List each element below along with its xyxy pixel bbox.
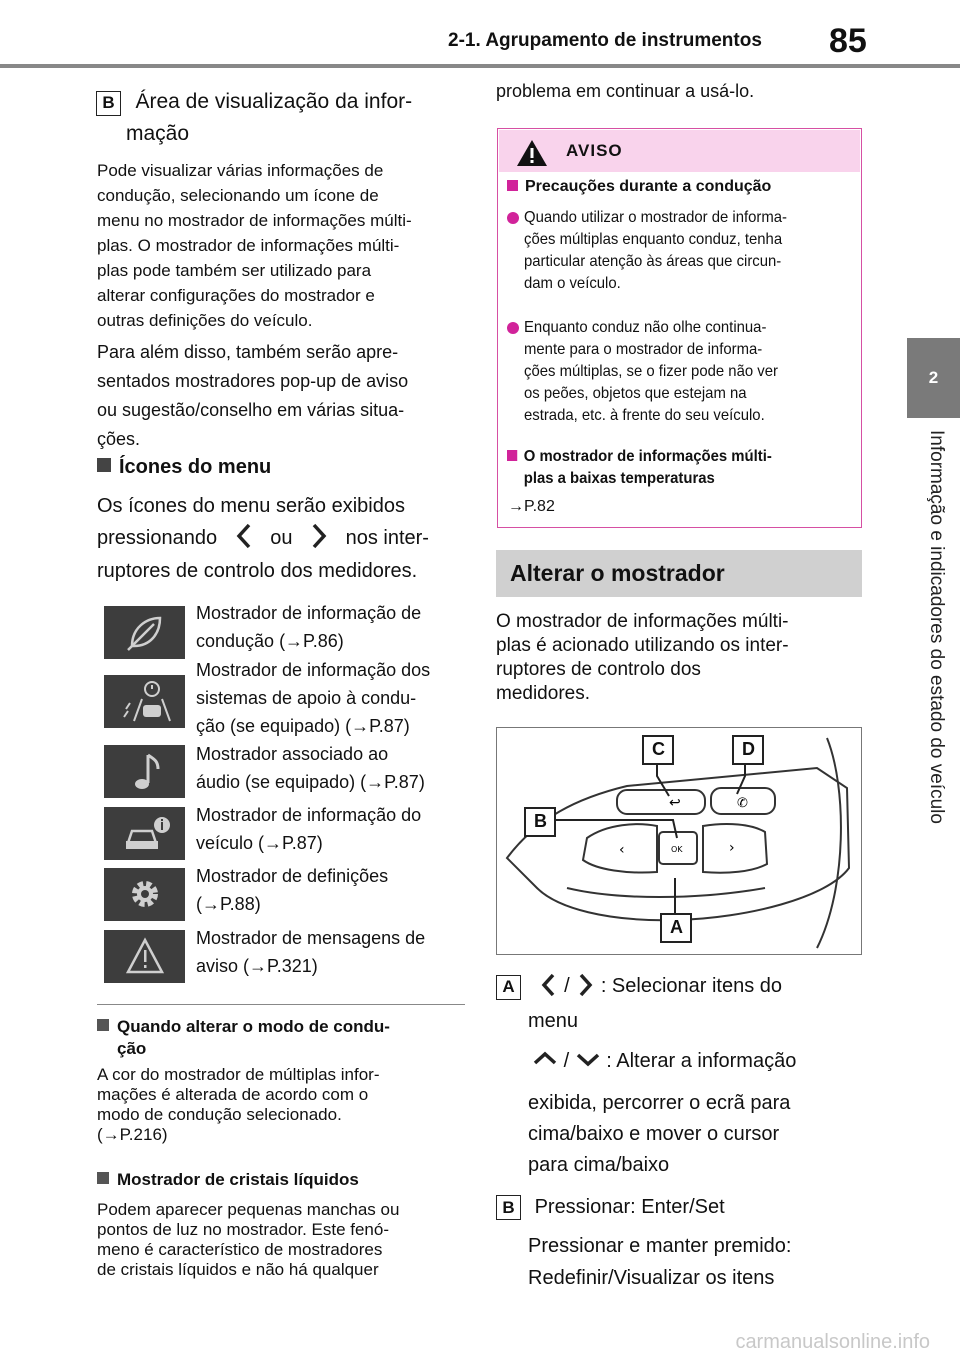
note-drive-mode-title: Quando alterar o modo de condu- ção (97, 1016, 467, 1060)
warning-heading-2: O mostrador de informações múlti- plas a… (507, 446, 772, 490)
b-area-title: B Área de visualização da infor- (96, 90, 412, 116)
warning-box (497, 128, 862, 528)
chapter-title: Informação e indicadores do estado do ve… (926, 430, 947, 824)
warning-bullet-2: Enquanto conduz não olhe continua-mente … (524, 319, 778, 424)
chapter-tab: 2 (907, 338, 960, 418)
paragraph-2: Para além disso, também serão apre-senta… (97, 342, 409, 449)
warning-triangle-icon (517, 140, 547, 166)
legend-a-line-3: / : Alterar a informação (532, 1050, 796, 1073)
section-intro: O mostrador de informações múlti-plas é … (496, 611, 789, 704)
menu-item-settings: Mostrador de definições(→P.88) (196, 866, 389, 914)
b-area-title-2: mação (126, 122, 190, 145)
svg-text:✆: ✆ (737, 796, 748, 811)
chevron-left-icon (236, 523, 250, 549)
divider (97, 1004, 465, 1005)
music-note-icon (104, 745, 185, 798)
gear-icon (104, 868, 185, 921)
note-drive-mode-body: A cor do mostrador de múltiplas infor-ma… (97, 1065, 380, 1144)
chevron-right-icon (312, 523, 327, 549)
driver-assist-icon (104, 675, 185, 728)
steering-switch-figure: ↩ ✆ ‹ › OK C D B A (496, 727, 862, 955)
figure-label-b: B (534, 811, 547, 831)
note-lcd-title: Mostrador de cristais líquidos (97, 1170, 359, 1190)
figure-label-a: A (670, 917, 683, 937)
warning-bullet-1: Quando utilizar o mostrador de informa-ç… (524, 209, 788, 292)
svg-text:↩: ↩ (669, 795, 681, 811)
bullet-dot-icon (507, 212, 519, 224)
square-bullet-icon (507, 450, 518, 461)
header-rule (0, 64, 960, 68)
vehicle-info-icon (104, 807, 185, 860)
label-a: A (496, 974, 521, 1000)
page-number: 85 (829, 22, 867, 60)
svg-text:‹: ‹ (619, 842, 625, 858)
legend-b-desc: Pressionar e manter premido:Redefinir/Vi… (528, 1235, 792, 1289)
icons-intro-3: ruptores de controlo dos medidores. (97, 560, 418, 582)
icons-intro-2: pressionando ou nos inter- (97, 522, 467, 555)
figure-label-d: D (742, 739, 755, 759)
leaf-icon (104, 606, 185, 659)
square-bullet-icon (97, 1172, 109, 1184)
ok-button-label: OK (671, 845, 683, 854)
warning-header (499, 130, 860, 172)
square-bullet-icon (507, 180, 518, 191)
legend-b-line-1: B Pressionar: Enter/Set (496, 1195, 725, 1220)
section-title: 2-1. Agrupamento de instrumentos (448, 30, 762, 51)
square-bullet-icon (97, 458, 111, 472)
chevron-right-icon (579, 973, 593, 997)
icons-heading: Ícones do menu (97, 456, 271, 479)
bullet-dot-icon (507, 322, 519, 334)
chevron-down-icon (576, 1053, 599, 1067)
warning-heading-1: Precauções durante a condução (507, 178, 771, 196)
warning-icon (104, 930, 185, 983)
label-b: B (96, 90, 121, 116)
figure-label-c: C (652, 739, 665, 759)
legend-a-line-2: menu (528, 1010, 579, 1032)
label-b: B (496, 1195, 521, 1220)
warning-ref: →P.82 (508, 498, 555, 515)
chevron-up-icon (533, 1051, 557, 1065)
watermark: carmanualsonline.info (735, 1331, 930, 1353)
icons-intro-1: Os ícones do menu serão exibidos (97, 495, 405, 517)
chevron-left-icon (541, 973, 554, 997)
legend-a-line-1: A / : Selecionar itens do (496, 972, 782, 1000)
square-bullet-icon (97, 1019, 109, 1031)
section-heading: Alterar o mostrador (496, 550, 862, 597)
continued-text: problema em continuar a usá-lo. (496, 81, 755, 101)
svg-text:›: › (729, 840, 735, 856)
warning-title: AVISO (566, 141, 623, 160)
